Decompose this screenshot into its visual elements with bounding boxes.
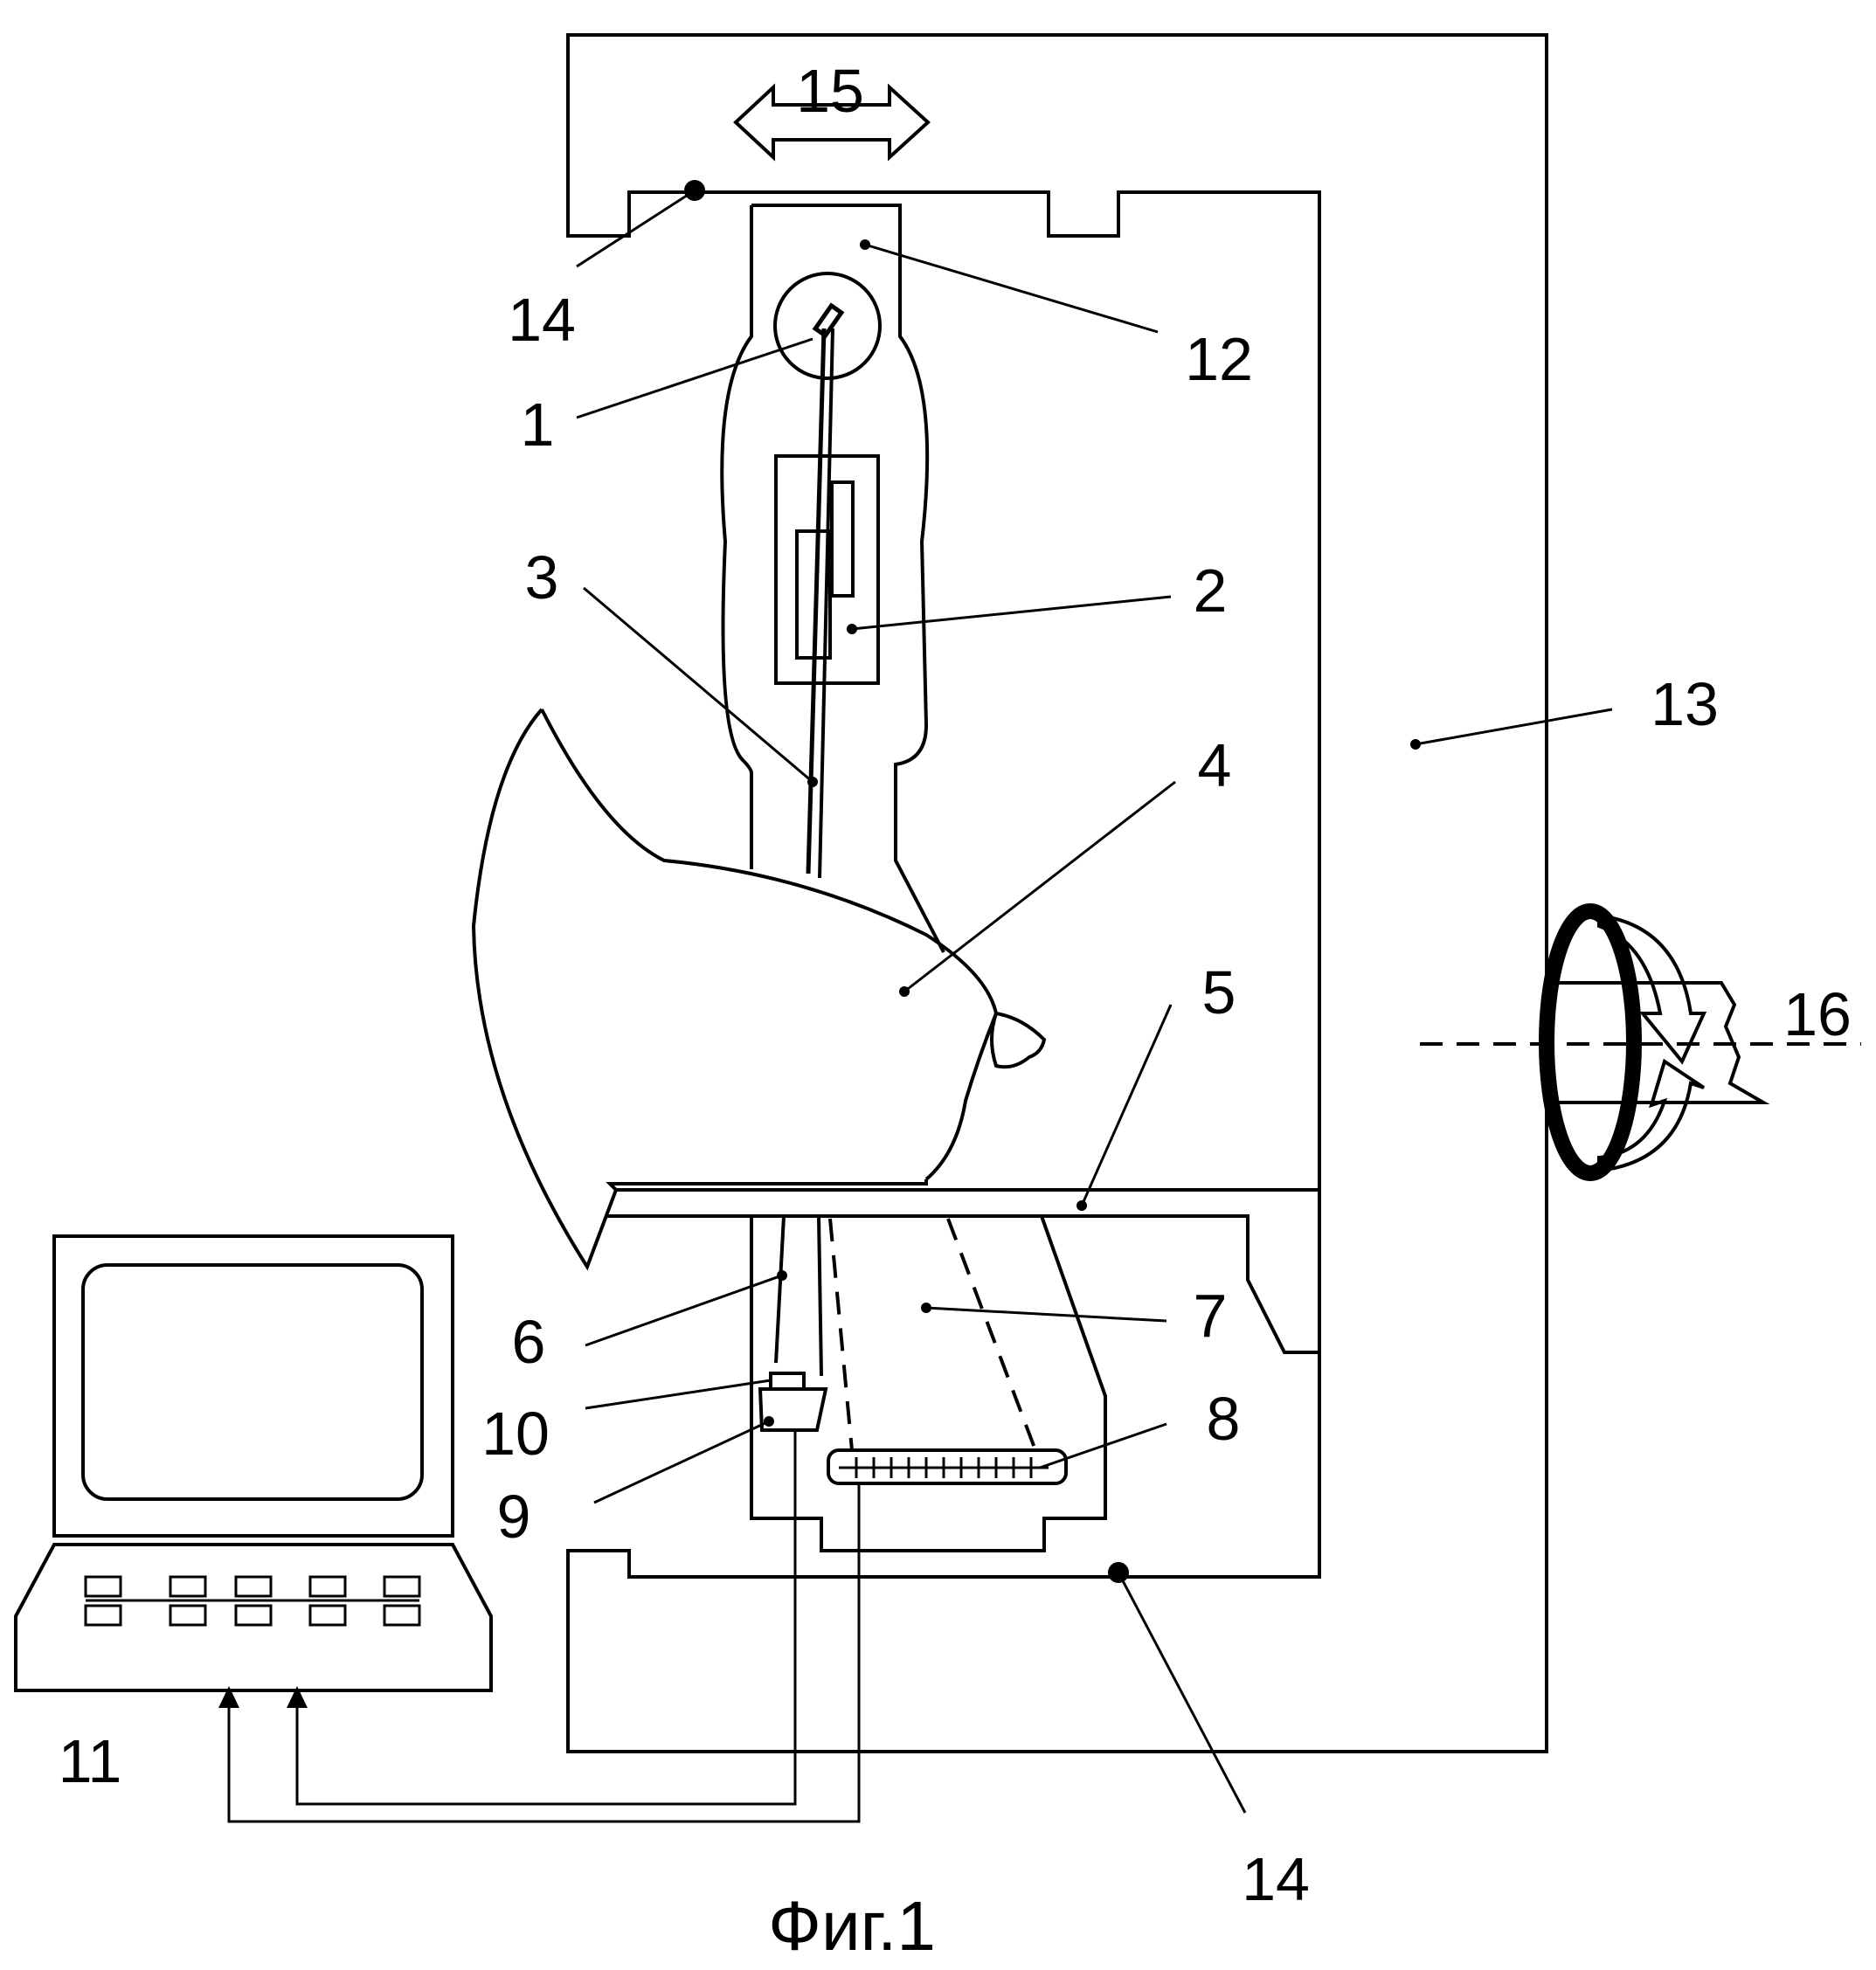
label-5: 5: [1202, 958, 1236, 1026]
label-14-bottom: 14: [1242, 1845, 1310, 1913]
label-1: 1: [521, 391, 555, 459]
label-2: 2: [1194, 556, 1228, 625]
label-6: 6: [512, 1308, 546, 1376]
figure-caption: Фиг.1: [768, 1887, 936, 1965]
keyboard-keys: [86, 1577, 419, 1625]
x-ray-focus: [815, 306, 841, 335]
leader-lines: [577, 190, 1612, 1813]
label-13: 13: [1651, 670, 1719, 738]
label-8: 8: [1207, 1385, 1241, 1453]
collimator-upper: [832, 482, 853, 596]
nipple: [992, 1013, 1044, 1067]
label-10: 10: [481, 1400, 550, 1468]
signal-line-sensor: [297, 1430, 795, 1804]
detector-cells: [839, 1457, 1049, 1478]
label-15: 15: [796, 57, 864, 125]
label-9: 9: [497, 1483, 531, 1551]
monitor-screen: [83, 1265, 422, 1499]
sensor-10: [771, 1373, 804, 1389]
tube-housing-left: [722, 205, 751, 869]
label-12: 12: [1185, 325, 1253, 393]
beam-cone-right: [948, 1219, 1035, 1450]
x-ray-source: [775, 273, 880, 378]
tube-housing: [751, 205, 944, 952]
rotation-arrow-bottom: [1599, 1061, 1704, 1171]
label-11: 11: [59, 1727, 122, 1795]
c-arm-frame: [568, 35, 1547, 1752]
label-4: 4: [1198, 731, 1232, 799]
grid-element: [776, 1216, 821, 1376]
label-14-top: 14: [508, 286, 576, 354]
monitor: [54, 1236, 453, 1536]
beam-cone-left: [830, 1219, 852, 1450]
label-7: 7: [1194, 1282, 1228, 1350]
label-16: 16: [1783, 980, 1852, 1048]
label-3: 3: [525, 543, 559, 612]
breast: [474, 709, 996, 1267]
